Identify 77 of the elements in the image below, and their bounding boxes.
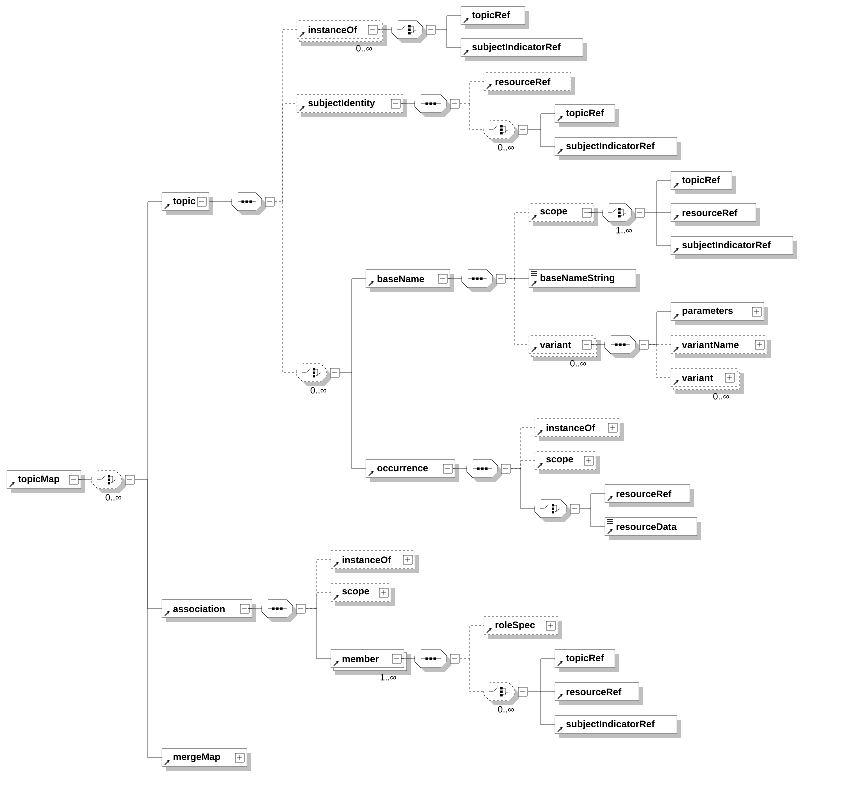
element-box: scope [529, 204, 598, 226]
element-box: resourceRef [484, 72, 575, 95]
element-box: subjectIndicatorRef [555, 716, 681, 738]
connector-line [135, 202, 162, 758]
connector-line [511, 468, 536, 510]
connector-line [436, 16, 462, 48]
element-box: resourceData [605, 518, 701, 540]
occurrence-label: 0..∞ [498, 706, 514, 713]
connector-line [400, 658, 416, 660]
connector-line [506, 278, 530, 280]
connector-line [248, 608, 262, 610]
connector-line [460, 82, 484, 130]
occurrence-label: 0..∞ [498, 144, 514, 151]
choice-compositor [534, 500, 580, 522]
connector-line [645, 180, 672, 246]
element-box: baseNameString [529, 270, 640, 292]
element-box: topicRef [461, 6, 529, 29]
element-box: roleSpec [484, 616, 562, 639]
element-box: topicRef [555, 104, 619, 127]
occurrence-label: 0..∞ [570, 360, 586, 367]
element-box: occurrence [366, 460, 459, 482]
connector-line [448, 278, 462, 280]
element-box: parameters [671, 302, 768, 325]
element-box: variant [529, 336, 601, 361]
choice-compositor [392, 20, 436, 43]
connector-line [460, 626, 484, 692]
choice-compositor [92, 470, 135, 493]
element-box: topic [162, 192, 213, 215]
occurrence-label: 1..∞ [380, 674, 396, 681]
element-box: subjectIndicatorRef [671, 236, 797, 259]
choice-compositor [484, 682, 528, 705]
element-box: association [162, 600, 256, 622]
element-box: instanceOf [297, 20, 387, 46]
connector-line [590, 344, 606, 346]
sequence-compositor [462, 270, 506, 292]
element-box: subjectIndicatorRef [461, 38, 587, 61]
connector-line [649, 344, 672, 378]
occurrence-label: 0..∞ [310, 387, 327, 394]
element-box: resourceRef [605, 484, 694, 507]
sequence-compositor [604, 336, 649, 358]
occurrence-label: 0..∞ [714, 393, 730, 400]
element-box: instanceOf [331, 550, 419, 573]
element-box: instanceOf [535, 418, 624, 441]
connector-line [588, 212, 604, 214]
occurrence-label: 0..∞ [106, 494, 122, 501]
element-box: topicRef [671, 172, 736, 194]
connector-line [452, 468, 468, 470]
connector-line [580, 494, 606, 528]
sequence-compositor [466, 460, 511, 482]
element-box: topicMap [7, 470, 85, 493]
element-box: topicRef [555, 650, 619, 672]
choice-compositor [296, 364, 340, 386]
element-box: mergeMap [162, 748, 251, 771]
sequence-compositor [414, 94, 460, 117]
element-box: variant [671, 368, 744, 394]
element-box: scope [535, 452, 600, 474]
choice-compositor [602, 204, 645, 226]
element-box: variantName [671, 336, 771, 358]
element-box: subjectIndicatorRef [555, 138, 681, 160]
connector-line [275, 30, 298, 374]
element-box: resourceRef [555, 682, 643, 705]
connector-line [528, 658, 556, 726]
sequence-compositor [232, 192, 275, 215]
connector-line [340, 278, 366, 470]
connector-line [649, 312, 672, 346]
element-box: baseName [366, 270, 454, 292]
choice-compositor [484, 120, 528, 143]
connector-line [306, 608, 332, 660]
element-box: subjectIdentity [297, 94, 407, 117]
element-box: member [331, 650, 411, 675]
connector-line [528, 114, 556, 148]
occurrence-label: 1..∞ [616, 227, 632, 234]
sequence-compositor [414, 650, 460, 672]
element-box: resourceRef [671, 204, 760, 226]
occurrence-label: 0..∞ [356, 45, 372, 52]
element-box: scope [331, 584, 395, 606]
sequence-compositor [262, 600, 306, 622]
